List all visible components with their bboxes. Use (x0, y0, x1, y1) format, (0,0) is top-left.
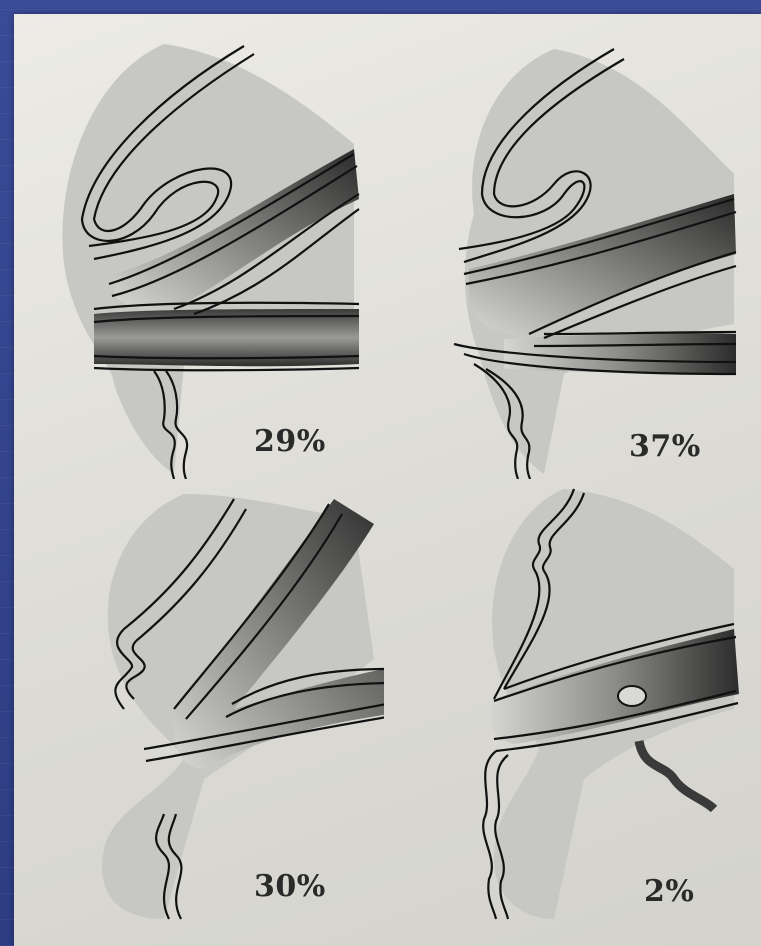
vessel-drawing-bottom-left (54, 479, 384, 924)
vessel-drawing-top-right (434, 34, 754, 479)
vessel-drawing-top-left (54, 34, 384, 479)
lower-vessel (504, 333, 736, 374)
panel-bottom-right: 2% (434, 479, 754, 924)
figure-photo: 29% 37% (14, 14, 761, 946)
percentage-label-top-right: 37% (629, 429, 701, 464)
percentage-label-top-left: 29% (254, 424, 326, 459)
descending-branch (483, 751, 496, 919)
panel-bottom-left: 30% (54, 479, 384, 924)
side-branch (639, 741, 714, 809)
panel-top-left: 29% (54, 34, 384, 479)
vessel-origin-dot (618, 686, 646, 706)
panel-top-right: 37% (434, 34, 754, 479)
vessel-drawing-bottom-right (434, 479, 754, 924)
percentage-label-bottom-right: 2% (644, 874, 694, 909)
percentage-label-bottom-left: 30% (254, 869, 326, 904)
